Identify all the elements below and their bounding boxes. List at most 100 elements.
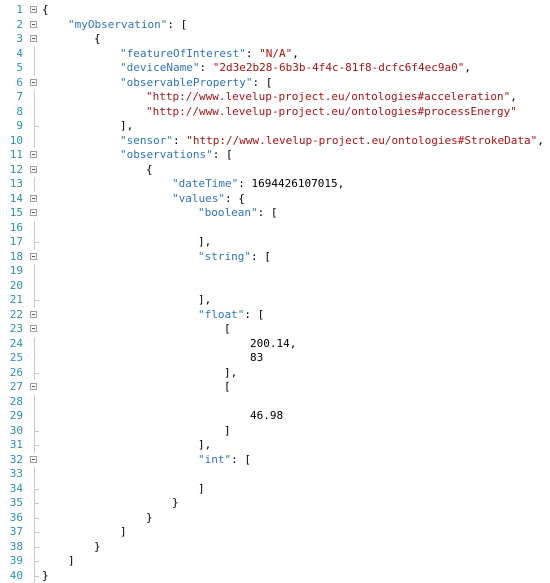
code-line[interactable]: 1{ (0, 3, 550, 18)
code-line[interactable]: 6"observableProperty": [ (0, 76, 550, 91)
json-punctuation: } (94, 540, 101, 553)
fold-guide (34, 540, 35, 555)
code-line[interactable]: 40} (0, 569, 550, 583)
code-text: "observableProperty": [ (42, 76, 272, 91)
code-text: "sensor": "http://www.levelup-project.eu… (42, 134, 544, 149)
code-line[interactable]: 9], (0, 119, 550, 134)
code-line[interactable]: 2"myObservation": [ (0, 18, 550, 33)
fold-collapse-icon[interactable] (30, 253, 37, 260)
fold-guide (34, 351, 35, 366)
code-line[interactable]: 32"int": [ (0, 453, 550, 468)
code-line[interactable]: 38} (0, 540, 550, 555)
code-text: "string": [ (42, 250, 271, 265)
code-line[interactable]: 10 "sensor": "http://www.levelup-project.… (0, 134, 550, 149)
json-key: "myObservation" (68, 18, 167, 31)
code-text: "observations": [ (42, 148, 233, 163)
fold-guide (34, 496, 35, 511)
code-line[interactable]: 30] (0, 424, 550, 439)
fold-guide (34, 511, 35, 526)
fold-collapse-icon[interactable] (30, 325, 37, 332)
code-line[interactable]: 21], (0, 293, 550, 308)
fold-guide (34, 366, 35, 381)
code-line[interactable]: 27[ (0, 380, 550, 395)
code-line[interactable]: 33 (0, 467, 550, 482)
line-number: 13 (0, 177, 23, 192)
json-punctuation: , (537, 134, 544, 147)
line-number: 39 (0, 554, 23, 569)
json-punctuation: } (146, 511, 153, 524)
fold-collapse-icon[interactable] (30, 456, 37, 463)
json-punctuation: ] (120, 525, 127, 538)
fold-collapse-icon[interactable] (30, 209, 37, 216)
code-line[interactable]: 35} (0, 496, 550, 511)
code-line[interactable]: 20 (0, 279, 550, 294)
code-line[interactable]: 26], (0, 366, 550, 381)
line-number: 36 (0, 511, 23, 526)
code-line[interactable]: 36} (0, 511, 550, 526)
json-punctuation: { (42, 3, 49, 16)
code-line[interactable]: 13"dateTime": 1694426107015, (0, 177, 550, 192)
code-line[interactable]: 7"http://www.levelup-project.eu/ontologi… (0, 90, 550, 105)
line-number: 3 (0, 32, 23, 47)
code-line[interactable]: 18"string": [ (0, 250, 550, 265)
code-line[interactable]: 23[ (0, 322, 550, 337)
line-number: 40 (0, 569, 23, 583)
code-line[interactable]: 4"featureOfInterest": "N/A", (0, 47, 550, 62)
code-text: ], (42, 438, 211, 453)
fold-collapse-icon[interactable] (30, 6, 37, 13)
code-line[interactable]: 11"observations": [ (0, 148, 550, 163)
json-key: "string" (198, 250, 251, 263)
json-punctuation: } (42, 569, 49, 582)
fold-guide (34, 424, 35, 439)
code-line[interactable]: 8"http://www.levelup-project.eu/ontologi… (0, 105, 550, 120)
code-line[interactable]: 31], (0, 438, 550, 453)
code-line[interactable]: 39] (0, 554, 550, 569)
code-line[interactable]: 28 (0, 395, 550, 410)
fold-guide (34, 409, 35, 424)
line-number: 7 (0, 90, 23, 105)
json-key: "deviceName" (120, 61, 199, 74)
line-number: 37 (0, 525, 23, 540)
fold-collapse-icon[interactable] (30, 311, 37, 318)
code-line[interactable]: 14"values": { (0, 192, 550, 207)
fold-guide (34, 337, 35, 352)
fold-collapse-icon[interactable] (30, 195, 37, 202)
code-text: "int": [ (42, 453, 251, 468)
fold-collapse-icon[interactable] (30, 151, 37, 158)
code-line[interactable]: 37] (0, 525, 550, 540)
json-punctuation: , (338, 177, 345, 190)
fold-guide (34, 105, 35, 120)
json-punctuation: [ (224, 322, 231, 335)
fold-collapse-icon[interactable] (30, 383, 37, 390)
line-number: 10 (0, 134, 23, 149)
code-line[interactable]: 19 (0, 264, 550, 279)
code-text: ] (42, 525, 127, 540)
json-string: "N/A" (259, 47, 292, 60)
fold-collapse-icon[interactable] (30, 166, 37, 173)
line-number: 19 (0, 264, 23, 279)
fold-guide (34, 293, 35, 308)
json-punctuation: ] (224, 424, 231, 437)
code-text: 46.98 (42, 409, 283, 424)
json-punctuation: ] (68, 554, 75, 567)
code-line[interactable]: 22"float": [ (0, 308, 550, 323)
code-line[interactable]: 3{ (0, 32, 550, 47)
code-text: "myObservation": [ (42, 18, 187, 33)
json-punctuation: { (94, 32, 101, 45)
fold-collapse-icon[interactable] (30, 79, 37, 86)
fold-collapse-icon[interactable] (30, 35, 37, 42)
code-line[interactable]: 17], (0, 235, 550, 250)
code-line[interactable]: 5"deviceName": "2d3e2b28-6b3b-4f4c-81f8-… (0, 61, 550, 76)
fold-guide (34, 134, 35, 149)
json-code-editor[interactable]: 1{2"myObservation": [3{4"featureOfIntere… (0, 3, 550, 583)
code-line[interactable]: 15"boolean": [ (0, 206, 550, 221)
line-number: 24 (0, 337, 23, 352)
code-line[interactable]: 16 (0, 221, 550, 236)
fold-collapse-icon[interactable] (30, 21, 37, 28)
code-line[interactable]: 12{ (0, 163, 550, 178)
code-line[interactable]: 34] (0, 482, 550, 497)
line-number: 38 (0, 540, 23, 555)
